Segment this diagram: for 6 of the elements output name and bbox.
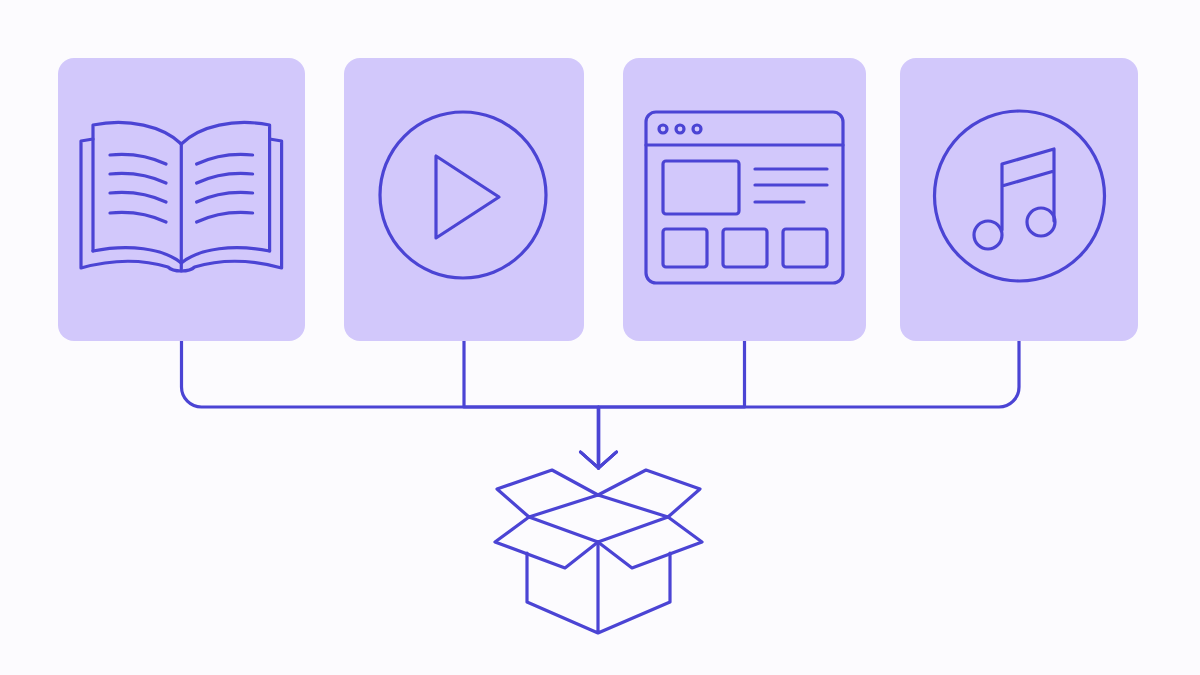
open-box-icon	[493, 468, 704, 635]
card	[58, 58, 305, 341]
card	[344, 58, 584, 341]
arrow	[579, 339, 1021, 470]
card	[900, 58, 1138, 341]
card	[623, 58, 866, 341]
